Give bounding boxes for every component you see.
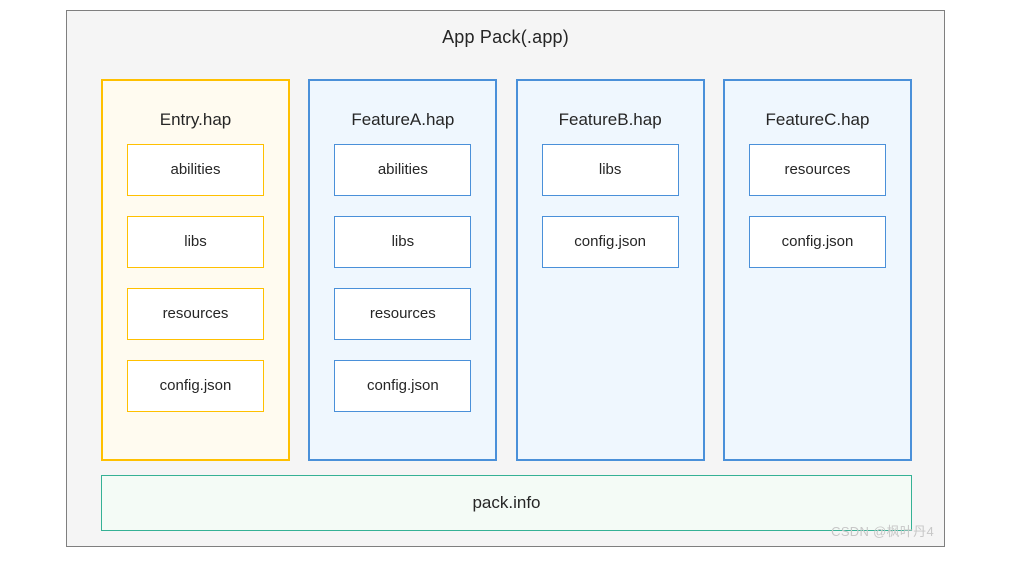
hap-item: resources xyxy=(127,287,264,340)
hap-column-title: Entry.hap xyxy=(159,110,232,129)
hap-item: resources xyxy=(334,287,472,340)
hap-column-title: FeatureA.hap xyxy=(351,110,455,129)
hap-item-list: abilities libs resources config.json xyxy=(103,143,288,412)
hap-item-list: resources config.json xyxy=(725,143,910,268)
pack-info-bar: pack.info xyxy=(101,475,912,531)
hap-column-featurea: FeatureA.hap abilities libs resources co… xyxy=(308,79,498,461)
app-pack-title: App Pack(.app) xyxy=(442,27,569,47)
hap-item: libs xyxy=(334,215,472,268)
hap-item-list: libs config.json xyxy=(518,143,703,268)
hap-column-featureb: FeatureB.hap libs config.json xyxy=(515,79,705,461)
hap-column-entry: Entry.hap abilities libs resources confi… xyxy=(101,79,290,461)
hap-item-list: abilities libs resources config.json xyxy=(310,143,495,412)
hap-item: config.json xyxy=(334,359,472,412)
hap-item: libs xyxy=(127,215,264,268)
hap-column-title: FeatureB.hap xyxy=(558,110,662,129)
hap-column-title: FeatureC.hap xyxy=(765,110,870,129)
hap-item: config.json xyxy=(127,359,264,412)
hap-item: config.json xyxy=(748,215,886,268)
app-pack-frame: App Pack(.app) Entry.hap abilities libs … xyxy=(66,10,945,547)
hap-columns: Entry.hap abilities libs resources confi… xyxy=(101,79,912,461)
hap-item: libs xyxy=(541,143,679,196)
hap-column-featurec: FeatureC.hap resources config.json xyxy=(722,79,912,461)
hap-item: abilities xyxy=(334,143,472,196)
hap-item: config.json xyxy=(541,215,679,268)
hap-item: resources xyxy=(748,143,886,196)
hap-item: abilities xyxy=(127,143,264,196)
